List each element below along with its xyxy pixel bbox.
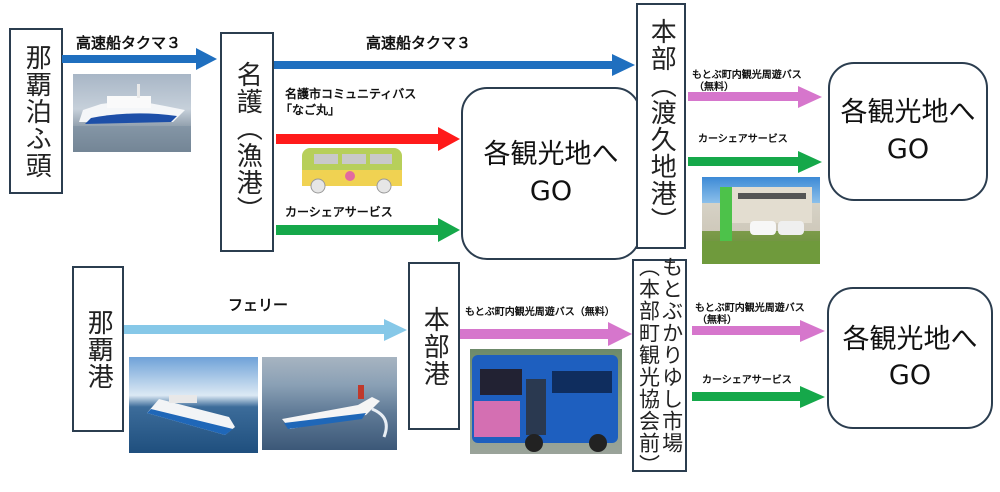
goal-nago-line1: 各観光地へ [483, 139, 619, 171]
node-naha-port-label: 那覇港 [83, 308, 114, 390]
node-kariyushi-market: もとぶかりゆし市場 （本部町観光協会前） [632, 256, 687, 476]
label-takuma-2: 高速船タクマ３ [366, 34, 472, 52]
node-kariyushi-main-label: もとぶかりゆし市場 [659, 255, 684, 454]
label-ferry: フェリー [228, 296, 289, 314]
node-kariyushi-sub-label: （本部町観光協会前） [636, 255, 661, 476]
motobu-bus-photo [470, 349, 622, 454]
arrow-motobu-bus-1 [688, 86, 822, 108]
arrow-takuma-2 [274, 54, 635, 76]
arrow-ferry [124, 319, 407, 341]
label-nagomaru-line1: 名護市コミュニティバス [285, 87, 417, 101]
goal-nago-line2: GO [529, 175, 573, 207]
node-nago-port: 名護（漁港） [220, 32, 274, 252]
ferry-icon [282, 385, 388, 438]
label-motobu-bus-3-line2: （無料） [697, 315, 737, 326]
boat-icon [73, 84, 191, 152]
node-kariyushi-text: もとぶかりゆし市場 （本部町観光協会前） [636, 255, 684, 476]
arrow-nagomaru-bus [276, 127, 460, 151]
arrow-motobu-bus-2 [460, 322, 632, 346]
goal-box-motobu-1: 各観光地へ GO [828, 62, 988, 201]
label-carshare-motobu-1: カーシェアサービス [698, 134, 788, 145]
node-motobu-tokuchi-label: 本部（渡久地港） [646, 18, 677, 234]
ferry-photo-2 [262, 357, 397, 450]
car-share-lot-photo [702, 177, 820, 264]
arrow-motobu-bus-3 [692, 320, 825, 342]
arrow-takuma-1 [62, 48, 217, 70]
label-motobu-bus-3-line1: もとぶ町内観光周遊バス [695, 303, 805, 314]
arrow-carshare-nago [276, 218, 460, 242]
node-motobu-port: 本部港 [408, 262, 460, 430]
ferry-photo-1 [129, 357, 258, 453]
bus-icon [472, 355, 618, 452]
node-naha-tomari: 那覇泊ふ頭 [9, 28, 63, 194]
highspeed-boat-photo [73, 74, 191, 152]
goal-box-motobu-2: 各観光地へ GO [827, 287, 993, 429]
car-icon [702, 187, 820, 264]
bus-icon [302, 148, 402, 194]
label-takuma-1: 高速船タクマ３ [76, 34, 182, 52]
arrow-carshare-motobu-1 [688, 151, 822, 173]
goal-motobu-1-line2: GO [886, 133, 930, 165]
node-nago-port-label: 名護（漁港） [232, 61, 263, 223]
arrow-carshare-motobu-2 [692, 386, 825, 408]
node-naha-port: 那覇港 [72, 266, 124, 432]
label-carshare-motobu-2: カーシェアサービス [702, 375, 792, 386]
ferry-icon [147, 395, 235, 435]
goal-box-nago: 各観光地へ GO [461, 87, 641, 260]
label-motobu-bus-2: もとぶ町内観光周遊バス（無料） [465, 307, 615, 318]
goal-motobu-1-line1: 各観光地へ [840, 97, 976, 129]
goal-motobu-2-line1: 各観光地へ [842, 323, 978, 355]
node-naha-tomari-label: 那覇泊ふ頭 [21, 43, 52, 179]
label-nagomaru-line2: 「なご丸」 [280, 103, 341, 117]
label-motobu-bus-1-line1: もとぶ町内観光周遊バス [692, 70, 802, 81]
node-motobu-tokuchi: 本部（渡久地港） [636, 3, 686, 249]
nagomaru-bus-illustration [300, 146, 406, 194]
node-motobu-port-label: 本部港 [419, 305, 450, 387]
goal-motobu-2-line2: GO [888, 360, 932, 391]
label-carshare-nago: カーシェアサービス [285, 205, 393, 219]
label-motobu-bus-1-line2: （無料） [694, 82, 734, 93]
